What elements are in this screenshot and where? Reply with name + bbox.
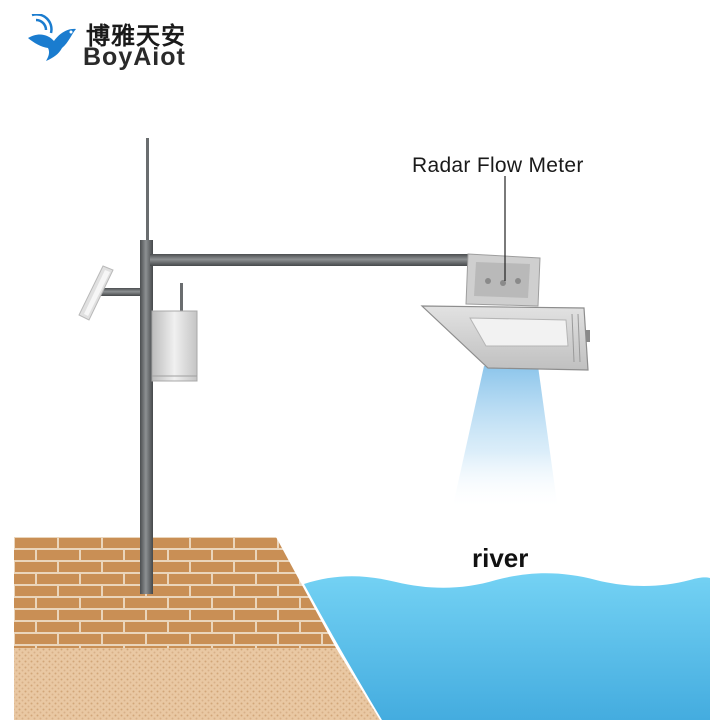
river-water: [304, 573, 710, 720]
control-box: [151, 283, 198, 382]
vertical-pole: [140, 240, 153, 594]
brand-name-en: BoyAiot: [83, 43, 186, 71]
radar-flow-meter-label: Radar Flow Meter: [412, 154, 584, 177]
solar-panel: [78, 265, 142, 321]
river-label: river: [472, 543, 529, 573]
brand-logo: 博雅天安 BoyAiot: [26, 14, 226, 74]
radar-flow-meter: [420, 253, 590, 371]
horizontal-arm: [150, 254, 470, 266]
radar-beam: [452, 366, 558, 510]
lightning-rod: [146, 138, 149, 244]
brand-name-cn: 博雅天安: [86, 23, 186, 50]
brick-wall: [14, 537, 336, 648]
dove-with-signal-icon: [28, 14, 76, 61]
soil-slope: [14, 648, 380, 720]
riverbank: [14, 537, 380, 720]
